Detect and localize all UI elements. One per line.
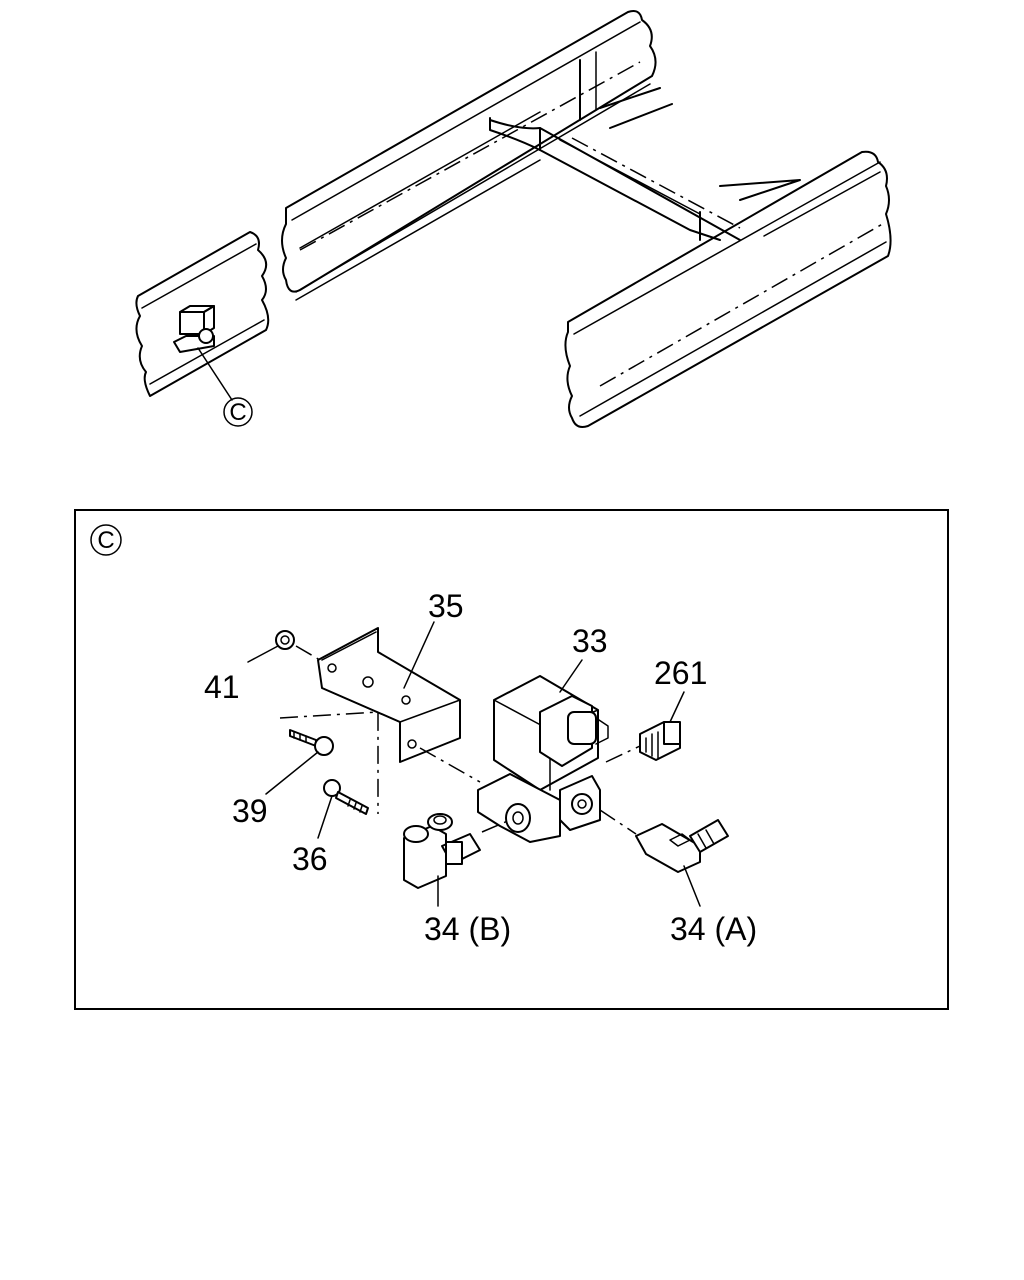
right-rail — [564, 150, 892, 428]
bolt-axis — [279, 711, 379, 814]
fitting-34a-axis — [599, 809, 637, 835]
chassis-frame-overview: C — [135, 10, 892, 428]
detail-callout-circle: C — [90, 524, 122, 556]
svg-text:C: C — [97, 527, 114, 554]
cross-member — [489, 87, 801, 241]
label-39: 39 — [232, 793, 268, 829]
solenoid-valve-33 — [477, 675, 609, 843]
part-labels: 33 35 41 39 36 261 34 (B) 34 (A) — [204, 588, 757, 947]
fitting-34b-axis — [481, 819, 511, 833]
label-261: 261 — [654, 655, 707, 691]
detail-frame — [74, 509, 949, 1010]
bolt-39 — [289, 729, 334, 756]
valve-location-marker — [173, 305, 215, 353]
callout-circle-overview: C — [223, 397, 253, 427]
leader-lines — [247, 621, 701, 907]
label-34b: 34 (B) — [424, 911, 511, 947]
elbow-fitting-34b — [403, 813, 481, 889]
bracket-35 — [317, 627, 461, 763]
nut-41 — [275, 630, 295, 650]
label-33: 33 — [572, 623, 608, 659]
nut-41-axis — [295, 645, 321, 661]
label-34a: 34 (A) — [670, 911, 757, 947]
detail-view-c: C — [74, 509, 949, 1010]
label-36: 36 — [292, 841, 328, 877]
bolt-36 — [323, 779, 369, 815]
fitting-261 — [639, 721, 681, 761]
elbow-fitting-34a — [635, 819, 729, 873]
callout-leader-overview — [197, 347, 233, 401]
fitting-261-axis — [605, 745, 641, 763]
upper-rail — [281, 10, 657, 301]
svg-text:C: C — [229, 399, 246, 426]
label-35: 35 — [428, 588, 464, 624]
label-41: 41 — [204, 669, 240, 705]
left-rail-segment — [135, 231, 270, 397]
bracket-to-valve-axis — [419, 747, 481, 783]
